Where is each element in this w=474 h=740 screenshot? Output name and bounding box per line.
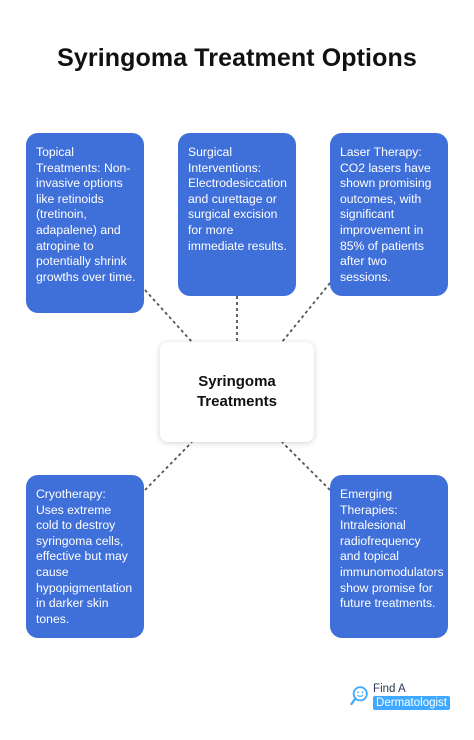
card-emerging-therapies: Emerging Therapies: Intralesional radiof… [330, 475, 448, 638]
center-node-label: Syringoma Treatments [196, 373, 278, 410]
card-topical-treatments: Topical Treatments: Non-invasive options… [26, 133, 144, 313]
card-cryotherapy-text: Cryotherapy: Uses extreme cold to destro… [36, 487, 133, 626]
center-node: Syringoma Treatments [160, 342, 314, 442]
connector-emerging [281, 441, 331, 491]
logo-line1: Find A [373, 683, 406, 695]
card-surgical-interventions: Surgical Interventions: Electrodesiccati… [178, 133, 296, 296]
find-a-dermatologist-logo: Find A Dermatologist [350, 678, 450, 714]
card-cryotherapy: Cryotherapy: Uses extreme cold to destro… [26, 475, 144, 638]
page-title: Syringoma Treatment Options [57, 44, 417, 72]
logo-line2: Dermatologist [373, 696, 450, 710]
card-topical-text: Topical Treatments: Non-invasive options… [36, 145, 136, 284]
card-surgical-text: Surgical Interventions: Electrodesiccati… [188, 145, 287, 253]
card-emerging-text: Emerging Therapies: Intralesional radiof… [340, 487, 444, 611]
card-laser-text: Laser Therapy: CO2 lasers have shown pro… [340, 145, 432, 284]
card-laser-therapy: Laser Therapy: CO2 lasers have shown pro… [330, 133, 448, 296]
connector-topical [144, 289, 193, 343]
connector-cryotherapy [144, 441, 193, 491]
magnifier-face-icon [350, 686, 368, 706]
connector-laser [281, 282, 331, 343]
